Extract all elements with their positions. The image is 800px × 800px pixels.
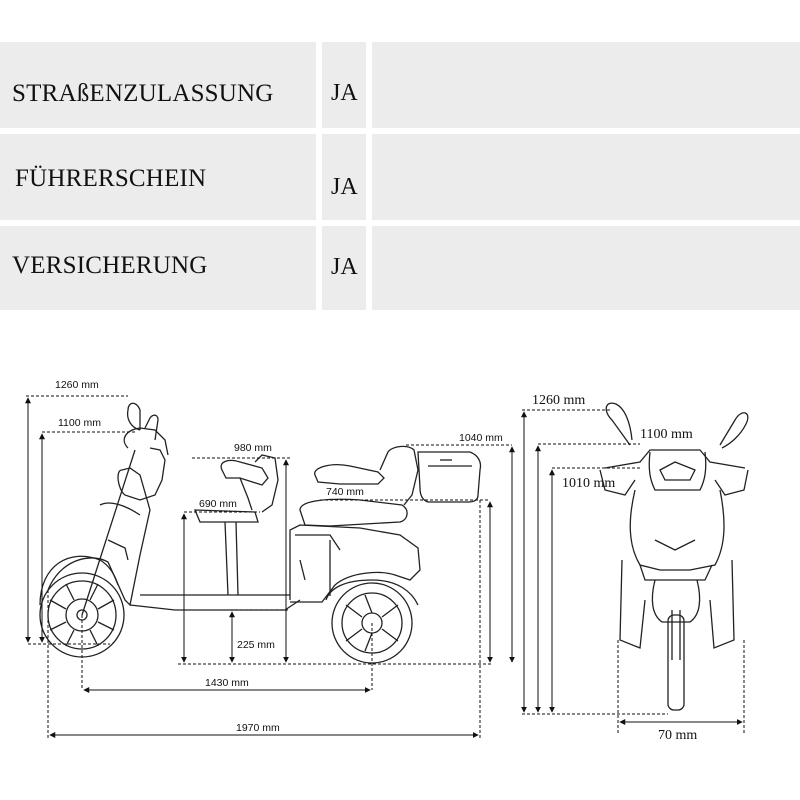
spec-empty-cell [372, 134, 800, 220]
rear-fender-right [709, 559, 735, 649]
front-fender [651, 579, 701, 623]
spec-row-insurance: VERSICHERUNG JA [0, 226, 800, 310]
hand-guard-left [599, 469, 636, 496]
rear-fender [325, 579, 419, 606]
body-detail [107, 539, 129, 561]
side-dimension-arrows [25, 397, 515, 738]
spec-row-street-approval: STRAßENZULASSUNG JA [0, 42, 800, 128]
dim-label-total-height: 1260 mm [55, 379, 99, 391]
spec-label: FÜHRERSCHEIN [15, 165, 207, 192]
front-fork [81, 449, 136, 616]
dim-label-width: 70 mm [658, 728, 697, 743]
spec-label: STRAßENZULASSUNG [12, 80, 274, 107]
dim-label-front-total-height: 1260 mm [532, 393, 585, 408]
body-lower [639, 564, 713, 581]
front-dimensions [522, 409, 745, 735]
mirror-left [605, 402, 633, 446]
spec-label-cell: FÜHRERSCHEIN [0, 134, 316, 220]
front-fork [671, 610, 681, 660]
headlight-cowl [648, 451, 707, 491]
hand-guard-right [714, 469, 749, 496]
handlebar [604, 449, 746, 469]
front-view [599, 402, 749, 711]
dim-label-rear-seat: 740 mm [326, 486, 364, 498]
spec-table: STRAßENZULASSUNG JA FÜHRERSCHEIN JA VERS… [0, 42, 800, 310]
spec-empty-cell [372, 42, 800, 128]
dim-label-mirror-height: 1100 mm [58, 417, 101, 429]
spec-value-cell: JA [322, 42, 366, 128]
dim-label-box-height: 1040 mm [459, 432, 503, 444]
floorboard [129, 599, 301, 611]
spec-empty-cell [372, 226, 800, 310]
dim-label-headlight-height: 1010 mm [562, 476, 615, 491]
rear-fender-left [619, 559, 646, 649]
side-dimensions [26, 395, 512, 740]
front-body [47, 467, 151, 607]
rear-body [289, 524, 421, 603]
side-dimension-labels: 1260 mm 1100 mm 980 mm 690 mm 740 mm 104… [55, 379, 503, 734]
dim-label-wheelbase: 1430 mm [205, 677, 249, 689]
spec-label: VERSICHERUNG [12, 252, 208, 279]
spec-value-cell: JA [322, 134, 366, 220]
headlight-cowl [117, 447, 166, 501]
front-dimension-labels: 1260 mm 1100 mm 1010 mm 70 mm [532, 393, 697, 743]
spec-label-cell: VERSICHERUNG [0, 226, 316, 310]
spec-row-license: FÜHRERSCHEIN JA [0, 134, 800, 220]
body-detail [99, 502, 141, 516]
front-seat [194, 454, 279, 596]
spec-value: JA [331, 80, 358, 106]
spec-value-cell: JA [322, 226, 366, 310]
body-detail [654, 539, 696, 551]
front-wheel [667, 614, 685, 711]
headlight [659, 461, 696, 481]
spec-value: JA [331, 174, 358, 200]
front-dimension-arrows [521, 411, 743, 725]
dim-label-total-length: 1970 mm [236, 722, 280, 734]
dim-label-ground-clearance: 225 mm [237, 639, 275, 651]
dim-label-front-mirror-height: 1100 mm [640, 427, 693, 442]
front-body [629, 489, 725, 571]
handlebar [123, 427, 169, 456]
rear-seat [299, 445, 419, 527]
dim-label-rear-seat-top: 980 mm [234, 442, 272, 454]
dimension-drawing: 1260 mm 1100 mm 980 mm 690 mm 740 mm 104… [25, 379, 749, 743]
mirror-right [719, 412, 749, 449]
spec-value: JA [331, 254, 358, 280]
top-box [417, 451, 482, 503]
dim-label-front-seat: 690 mm [199, 498, 237, 510]
mirror-left [126, 402, 141, 431]
mirror-right [144, 414, 159, 441]
spec-label-cell: STRAßENZULASSUNG [0, 42, 316, 128]
